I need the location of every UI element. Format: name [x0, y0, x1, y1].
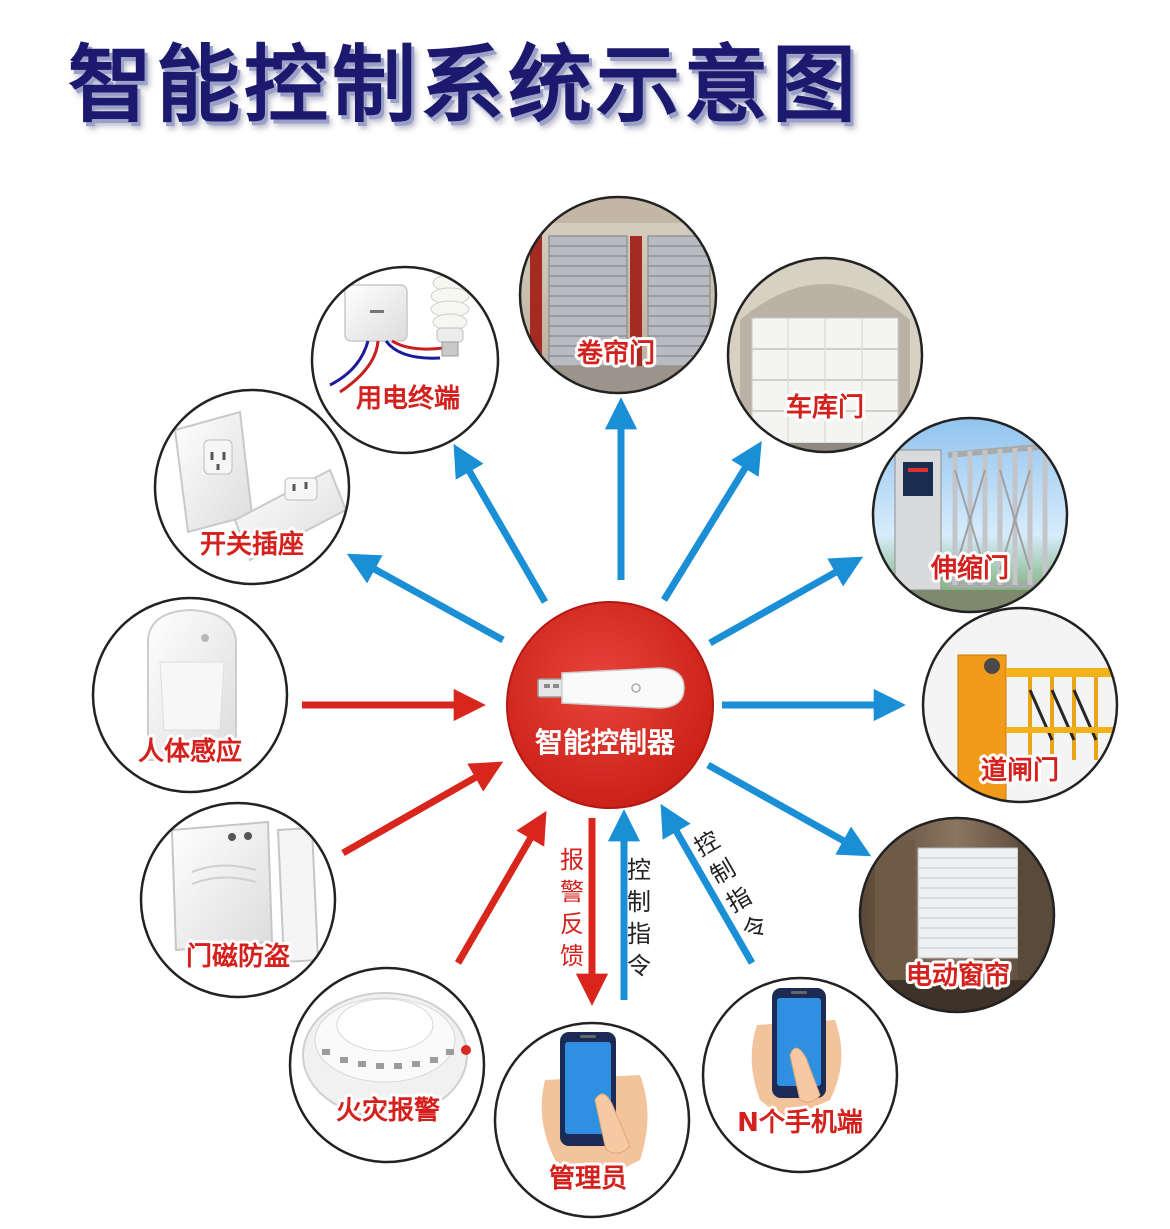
node-retractable-gate[interactable]: 伸缩门 [870, 415, 1070, 615]
node-rolling-door[interactable]: 卷帘门 [515, 195, 725, 396]
node-label: 火灾报警 [336, 1095, 440, 1126]
arrows [302, 397, 906, 1006]
arrow-to-retractable-gate [708, 556, 864, 647]
node-label: 电动窗帘 [906, 960, 1010, 991]
arrow-label-char: 报 [560, 846, 584, 874]
node-label: N个手机端 [737, 1108, 863, 1138]
node-border [871, 416, 1069, 614]
node-label: 人体感应 [138, 736, 242, 767]
node-label: 管理员 [549, 1164, 627, 1194]
node-motion-sensor[interactable]: 人体感应 [91, 596, 289, 794]
arrow-to-power-terminal [453, 443, 549, 604]
node-border [288, 966, 486, 1164]
page-title: 智能控制系统示意图 [68, 36, 861, 134]
node-label: 开关插座 [200, 529, 304, 560]
node-label: 道闸门 [981, 755, 1059, 786]
node-border [91, 596, 289, 794]
arrow-from-door-sensor [341, 761, 504, 857]
node-border [310, 265, 500, 455]
arrow-to-curtain [706, 761, 872, 857]
arrow-label-char: 令 [627, 952, 651, 980]
arrow-from-mobile-n [660, 803, 756, 965]
node-border [921, 606, 1119, 804]
phone-in-hand-icon [541, 1032, 648, 1185]
arrow-label-char: 反 [560, 910, 584, 938]
arrow-label-char: 馈 [560, 942, 584, 970]
node-garage-door[interactable]: 车库门 [725, 255, 925, 457]
garage-door-icon [728, 258, 922, 452]
arrow-from-fire-alarm [454, 810, 547, 965]
socket-and-bulb-icon [329, 274, 470, 394]
node-admin[interactable]: 管理员 [493, 1021, 691, 1219]
node-label: 车库门 [786, 392, 864, 423]
door-magnet-sensor-icon [170, 820, 320, 964]
phone-in-hand-icon [751, 988, 842, 1120]
hub-label: 智能控制器 [535, 726, 676, 759]
arrow-label-char: 制 [627, 888, 651, 916]
node-curtain[interactable]: 电动窗帘 [857, 815, 1058, 1015]
node-border [493, 1021, 691, 1219]
node-border [139, 801, 337, 999]
node-barrier-gate[interactable]: 道闸门 [920, 605, 1120, 805]
arrow-label-alarm-feedback: 报 警 反 馈 [560, 846, 584, 970]
smart-plug-icon [173, 410, 348, 562]
pir-motion-sensor-icon [147, 608, 237, 761]
smoke-detector-icon [302, 992, 471, 1118]
node-switch-socket[interactable]: 开关插座 [153, 388, 351, 586]
node-label: 门磁防盗 [186, 941, 290, 972]
arrow-to-switch-socket [346, 553, 505, 644]
usb-dongle-icon [537, 667, 685, 709]
arrow-to-garage-door [661, 441, 762, 602]
arrow-label-char: 警 [560, 878, 584, 906]
node-power-terminal[interactable]: 用电终端 [310, 265, 500, 455]
node-border [858, 816, 1056, 1014]
node-door-sensor[interactable]: 门磁防盗 [139, 801, 337, 999]
node-border [726, 256, 924, 454]
node-border [153, 388, 351, 586]
node-border [518, 195, 718, 395]
arrow-label-char: 指 [627, 920, 651, 948]
node-label: 卷帘门 [577, 338, 655, 369]
node-label: 伸缩门 [930, 553, 1009, 584]
hub-smart-controller: 智能控制器 [506, 601, 714, 809]
node-fire-alarm[interactable]: 火灾报警 [288, 966, 486, 1164]
arrow-label-control-admin: 控 制 指 令 [627, 856, 651, 980]
node-mobile-n[interactable]: N个手机端 [701, 976, 899, 1174]
barrier-gate-icon [923, 608, 1117, 802]
retractable-gate-icon [873, 418, 1067, 612]
node-border [701, 976, 899, 1174]
arrow-label-char: 控 [627, 856, 651, 884]
node-label: 用电终端 [356, 383, 460, 414]
